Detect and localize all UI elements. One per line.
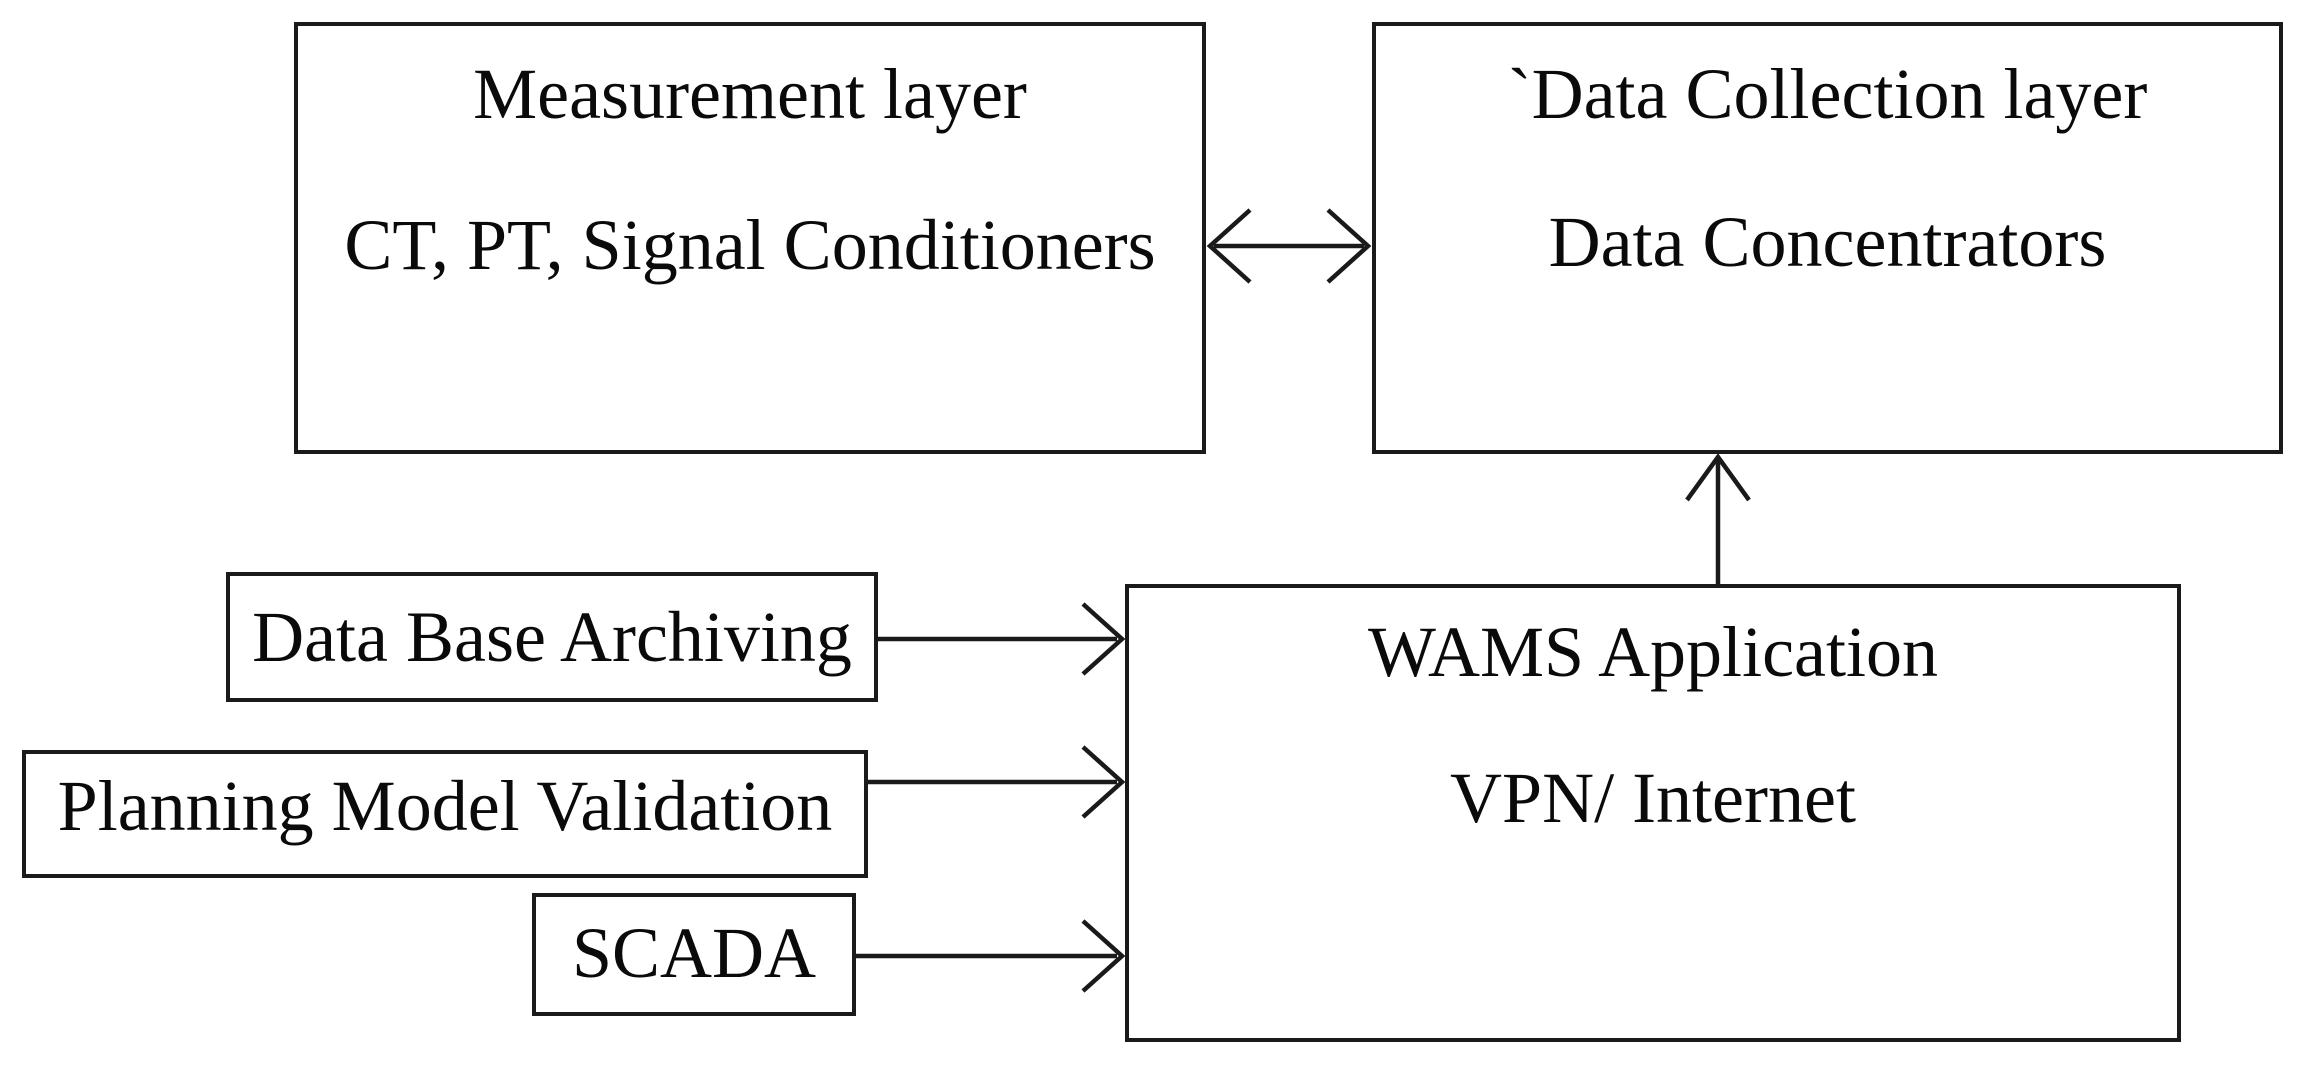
data-collection-layer-title: `Data Collection layer <box>1507 54 2148 134</box>
arrow-wams-to-datacollection-icon <box>1685 453 1751 584</box>
arrow-database-archiving-to-wams-icon <box>878 602 1126 676</box>
wams-application-box: WAMS Application VPN/ Internet <box>1125 584 2181 1042</box>
arrow-scada-to-wams-icon <box>856 919 1126 993</box>
planning-model-validation-label: Planning Model Validation <box>57 766 833 846</box>
scada-box: SCADA <box>532 893 856 1016</box>
measurement-layer-subtitle: CT, PT, Signal Conditioners <box>344 205 1156 285</box>
double-arrow-measurement-datacollection-icon <box>1206 208 1372 284</box>
planning-model-validation-box: Planning Model Validation <box>22 750 868 878</box>
measurement-layer-box: Measurement layer CT, PT, Signal Conditi… <box>294 22 1206 454</box>
arrow-planning-model-validation-to-wams-icon <box>868 745 1126 819</box>
database-archiving-label: Data Base Archiving <box>252 597 852 677</box>
data-collection-layer-subtitle: Data Concentrators <box>1548 202 2107 282</box>
wams-application-subtitle: VPN/ Internet <box>1450 758 1856 838</box>
wams-application-title: WAMS Application <box>1368 612 1938 692</box>
data-collection-layer-box: `Data Collection layer Data Concentrator… <box>1372 22 2283 454</box>
measurement-layer-title: Measurement layer <box>473 54 1027 134</box>
database-archiving-box: Data Base Archiving <box>226 572 878 702</box>
scada-label: SCADA <box>571 913 817 993</box>
